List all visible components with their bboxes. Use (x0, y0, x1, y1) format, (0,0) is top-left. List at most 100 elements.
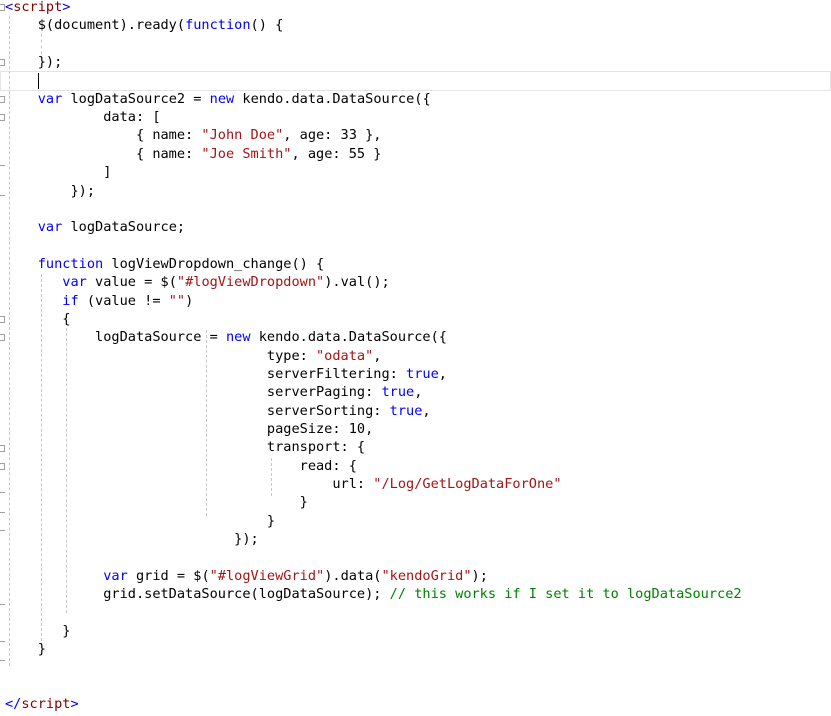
code-keyword: var (62, 274, 87, 291)
code-line[interactable]: grid.setDataSource(logDataSource); // th… (5, 585, 742, 603)
code-text: logViewDropdown_change() { (103, 255, 325, 272)
code-text: grid.setDataSource(logDataSource); (5, 586, 390, 603)
code-line[interactable]: </script> (5, 695, 79, 713)
code-string: "Joe Smith" (201, 145, 292, 162)
code-text: kendo.data.DataSource({ (250, 329, 447, 346)
code-keyword: true (389, 402, 423, 419)
fold-end-marker (0, 641, 5, 642)
fold-end-marker (0, 165, 5, 166)
code-text: } (5, 622, 71, 639)
code-line[interactable]: <script> (5, 0, 70, 16)
code-text: kendo.data.DataSource({ (234, 90, 431, 107)
code-keyword: var (37, 219, 63, 236)
code-text: { name: (5, 145, 202, 162)
code-line[interactable]: } (5, 512, 275, 530)
code-text: logDataSource; (62, 219, 186, 236)
code-text (5, 256, 38, 272)
code-tag-bracket: < (5, 0, 14, 15)
indent-guide (9, 16, 10, 666)
code-tag-bracket: </ (5, 696, 22, 713)
code-text: }); (5, 531, 259, 548)
fold-toggle-icon[interactable] (0, 114, 5, 121)
code-line[interactable]: } (5, 493, 308, 511)
fold-toggle-icon[interactable] (0, 316, 5, 323)
code-line[interactable]: if (value != "") (5, 292, 193, 310)
indent-guide (41, 274, 42, 646)
code-text: { name: (5, 127, 202, 144)
code-keyword: if (62, 292, 79, 309)
code-string: "" (168, 292, 186, 309)
code-line[interactable]: var grid = $("#logViewGrid").data("kendo… (5, 567, 488, 585)
indent-guide (66, 328, 67, 613)
code-comment: // this works if I set it to logDataSour… (389, 586, 742, 603)
code-string: "/Log/GetLogDataForOne" (373, 476, 562, 493)
code-line[interactable]: url: "/Log/GetLogDataForOne" (5, 475, 562, 493)
code-text: serverFiltering: (5, 366, 407, 382)
code-line[interactable]: }); (5, 53, 63, 71)
code-string: "kendoGrid" (381, 567, 472, 584)
code-string: "John Doe" (201, 127, 284, 144)
code-line[interactable]: serverSorting: true, (5, 402, 431, 420)
code-line[interactable]: { (5, 310, 70, 328)
fold-toggle-icon[interactable] (0, 96, 5, 103)
code-keyword: function (185, 17, 251, 34)
code-text: ).data( (324, 567, 382, 584)
code-line[interactable]: serverFiltering: true, (5, 365, 447, 383)
code-text: } (5, 641, 46, 658)
code-keyword: var (103, 567, 128, 584)
code-text: }); (5, 182, 96, 199)
code-keyword: var (37, 90, 63, 107)
code-text: ); (471, 567, 488, 584)
code-line[interactable]: data: [ (5, 108, 161, 126)
code-tag-bracket: > (62, 0, 71, 15)
fold-toggle-icon[interactable] (0, 445, 5, 452)
code-text: transport: { (5, 439, 366, 456)
fold-end-marker (0, 195, 5, 196)
code-text: , (422, 402, 431, 419)
code-text (5, 219, 38, 235)
code-text: serverPaging: (5, 384, 382, 401)
code-string: "#logViewGrid" (209, 567, 325, 584)
code-text (5, 568, 103, 584)
code-tag-bracket: > (70, 696, 79, 713)
code-text (5, 91, 38, 107)
code-line[interactable]: ] (5, 163, 111, 181)
code-keyword: new (225, 329, 251, 346)
fold-toggle-icon[interactable] (0, 4, 5, 11)
code-keyword: function (37, 255, 104, 272)
code-text: , age: 55 } (291, 145, 382, 162)
fold-toggle-icon[interactable] (0, 334, 5, 341)
code-text: , age: 33 }, (283, 127, 382, 144)
code-line[interactable]: }); (5, 182, 95, 200)
code-line[interactable]: transport: { (5, 438, 365, 456)
code-text: , (373, 347, 382, 364)
code-line[interactable]: var value = $("#logViewDropdown").val(); (5, 273, 389, 291)
code-line[interactable]: pageSize: 10, (5, 420, 373, 438)
fold-toggle-icon[interactable] (0, 59, 5, 66)
code-text: value = $( (86, 274, 177, 291)
code-line[interactable]: type: "odata", (5, 347, 382, 365)
code-text: (value != (78, 292, 169, 309)
code-text: $(document).ready( (5, 17, 186, 34)
fold-end-marker (0, 512, 5, 513)
fold-toggle-icon[interactable] (0, 463, 5, 470)
code-line[interactable]: { name: "John Doe", age: 33 }, (5, 126, 382, 144)
code-line[interactable]: function logViewDropdown_change() { (5, 255, 324, 273)
code-line[interactable]: read: { (5, 457, 357, 475)
code-text: logDataSource2 = (62, 90, 210, 107)
code-line[interactable]: var logDataSource2 = new kendo.data.Data… (5, 90, 431, 108)
code-text: grid = $( (127, 567, 210, 584)
code-line[interactable]: } (5, 640, 46, 658)
code-line[interactable]: { name: "Joe Smith", age: 55 } (5, 145, 382, 163)
code-line[interactable]: logDataSource = new kendo.data.DataSourc… (5, 328, 447, 346)
code-line[interactable]: serverPaging: true, (5, 383, 423, 401)
code-keyword: new (209, 90, 235, 107)
code-line[interactable]: } (5, 622, 70, 640)
code-keyword: true (381, 384, 415, 401)
code-text: data: [ (5, 109, 161, 126)
code-line[interactable]: var logDataSource; (5, 218, 185, 236)
code-line[interactable]: }); (5, 530, 259, 548)
code-line[interactable]: $(document).ready(function() { (5, 16, 284, 34)
code-keyword: true (406, 366, 439, 382)
